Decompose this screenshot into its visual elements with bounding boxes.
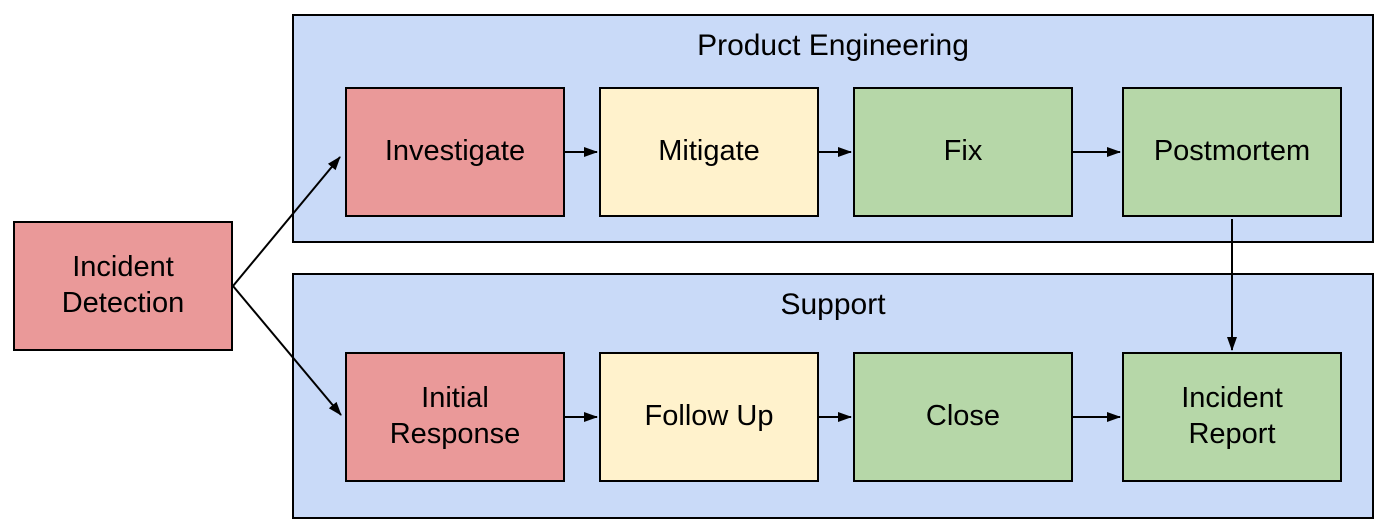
node-fix: Fix [853, 87, 1073, 217]
node-incident-report-label: Incident Report [1181, 382, 1283, 450]
node-incident-detection: Incident Detection [13, 221, 233, 351]
node-close: Close [853, 352, 1073, 482]
node-investigate-label: Investigate [384, 135, 526, 168]
node-close-label: Close [925, 400, 1001, 433]
node-mitigate: Mitigate [599, 87, 819, 217]
node-initial-response: Initial Response [345, 352, 565, 482]
node-follow-up: Follow Up [599, 352, 819, 482]
node-postmortem-label: Postmortem [1153, 135, 1311, 168]
lane-title-support: Support [780, 288, 886, 321]
node-investigate: Investigate [345, 87, 565, 217]
node-follow-up-label: Follow Up [644, 400, 774, 433]
lane-title-product-engineering: Product Engineering [697, 29, 969, 62]
node-incident-detection-label: Incident Detection [61, 251, 185, 319]
node-postmortem: Postmortem [1122, 87, 1342, 217]
node-incident-report: Incident Report [1122, 352, 1342, 482]
node-mitigate-label: Mitigate [658, 135, 760, 168]
node-initial-response-label: Initial Response [389, 382, 521, 450]
node-fix-label: Fix [943, 135, 983, 168]
